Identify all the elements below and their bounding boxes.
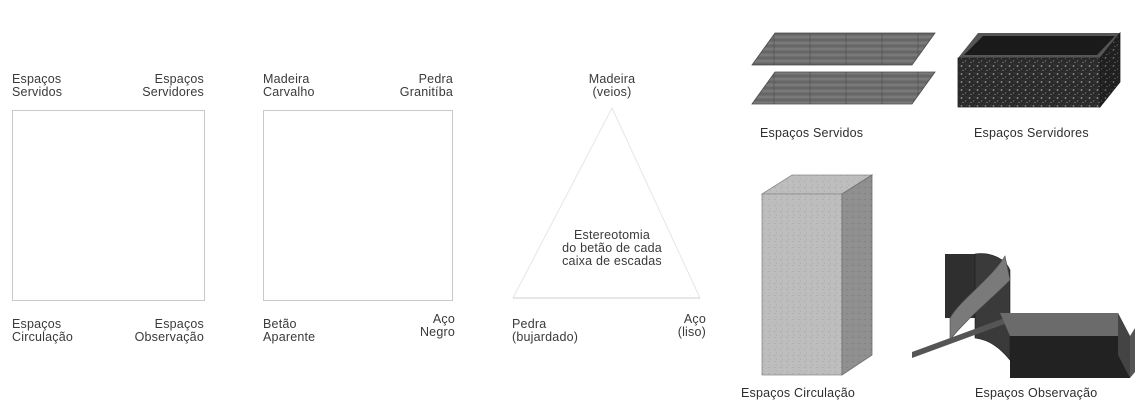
caption-server-spaces: Espaços Servidores — [974, 126, 1089, 140]
label-server-spaces: Espaços Servidores — [142, 72, 204, 99]
label-circulation-spaces: Espaços Circulação — [12, 317, 74, 344]
caption-circulation-spaces: Espaços Circulação — [741, 386, 856, 400]
label-exposed-concrete: Betão Aparente — [263, 317, 316, 344]
label-oak-wood: Madeira Carvalho — [263, 72, 315, 99]
steel-ribbon-render — [912, 253, 1135, 378]
materials-square — [263, 110, 453, 301]
label-smooth-steel: Aço (liso) — [677, 312, 706, 339]
spaces-square — [12, 110, 205, 301]
caption-observation-spaces: Espaços Observação — [975, 386, 1098, 400]
label-served-spaces: Espaços Servidos — [12, 72, 63, 99]
granite-box-render — [957, 31, 1121, 109]
wood-planes-render — [751, 32, 936, 105]
label-observation-spaces: Espaços Observação — [134, 317, 204, 344]
label-wood-grain: Madeira (veios) — [588, 72, 636, 99]
label-granite-stone: Pedra Granitíba — [399, 72, 453, 99]
label-black-steel: Aço Negro — [419, 312, 455, 339]
caption-served-spaces: Espaços Servidos — [760, 126, 864, 140]
label-stair-stereotomy: Estereotomia do betão de cada caixa de e… — [562, 228, 662, 268]
concrete-tower-render — [760, 174, 874, 376]
label-bush-hammered-stone: Pedra (bujardado) — [512, 317, 579, 344]
